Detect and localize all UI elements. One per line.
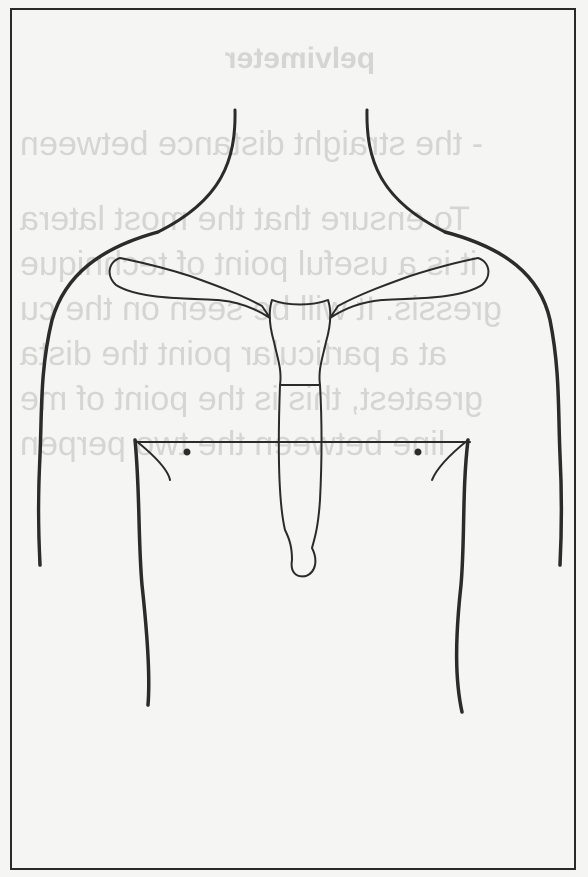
sternum-body — [279, 385, 322, 576]
left-torso-flank — [135, 440, 149, 705]
right-clavicle — [330, 258, 488, 318]
manubrium — [270, 300, 330, 385]
right-chest-contour — [432, 440, 468, 480]
neck-left-outline — [158, 110, 235, 232]
left-chest-contour — [135, 440, 170, 480]
neck-right-outline — [367, 110, 445, 232]
left-nipple — [184, 449, 191, 456]
right-torso-flank — [457, 440, 468, 712]
right-nipple — [415, 449, 422, 456]
left-clavicle — [110, 258, 270, 318]
